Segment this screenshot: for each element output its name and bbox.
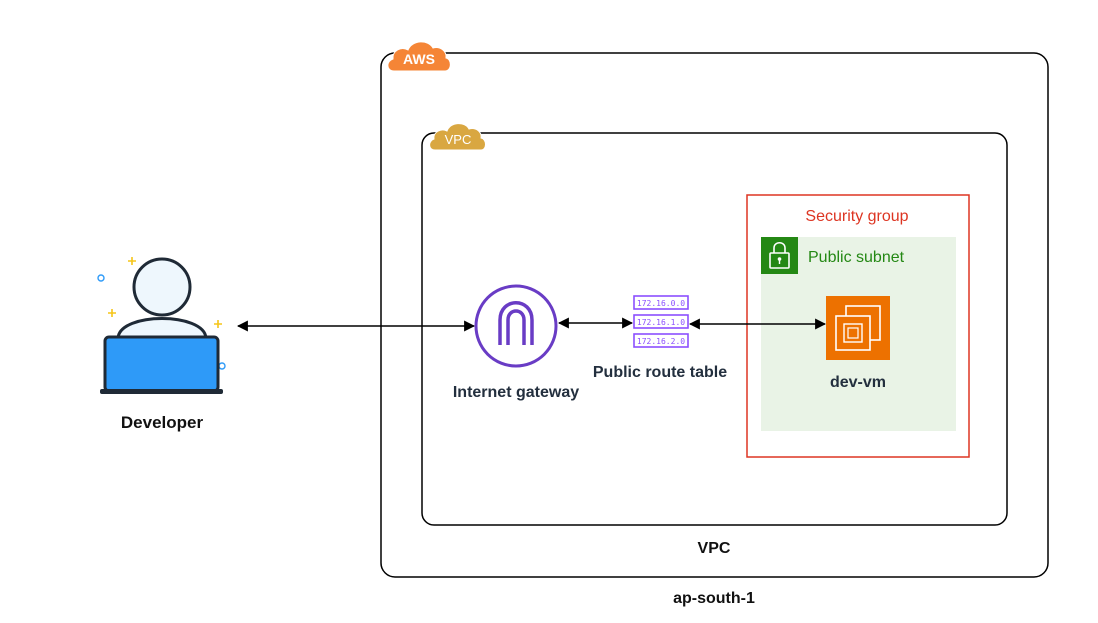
padlock-icon	[761, 237, 798, 274]
route-entry: 172.16.2.0	[637, 337, 685, 346]
internet-gateway-icon[interactable]	[474, 284, 558, 368]
route-entry: 172.16.0.0	[637, 299, 685, 308]
ec2-instance-icon[interactable]	[826, 296, 890, 360]
region-label: ap-south-1	[673, 590, 755, 607]
subnet-label: Public subnet	[808, 249, 905, 266]
security-group-label: Security group	[805, 208, 908, 225]
vpc-cloud-icon: VPC	[429, 123, 486, 151]
route-table-icon[interactable]: 172.16.0.0 172.16.1.0 172.16.2.0	[633, 295, 689, 348]
route-table-label: Public route table	[593, 364, 727, 381]
internet-gateway-label: Internet gateway	[453, 384, 579, 401]
aws-badge-text: AWS	[403, 51, 435, 67]
region-container[interactable]	[380, 52, 1049, 578]
person-with-laptop-icon[interactable]	[97, 257, 226, 394]
instance-label: dev-vm	[830, 374, 886, 391]
developer-label: Developer	[121, 413, 204, 432]
vpc-badge-text: VPC	[445, 132, 472, 147]
vpc-label: VPC	[698, 540, 731, 557]
aws-cloud-icon: AWS	[387, 41, 451, 72]
route-entry: 172.16.1.0	[637, 318, 685, 327]
